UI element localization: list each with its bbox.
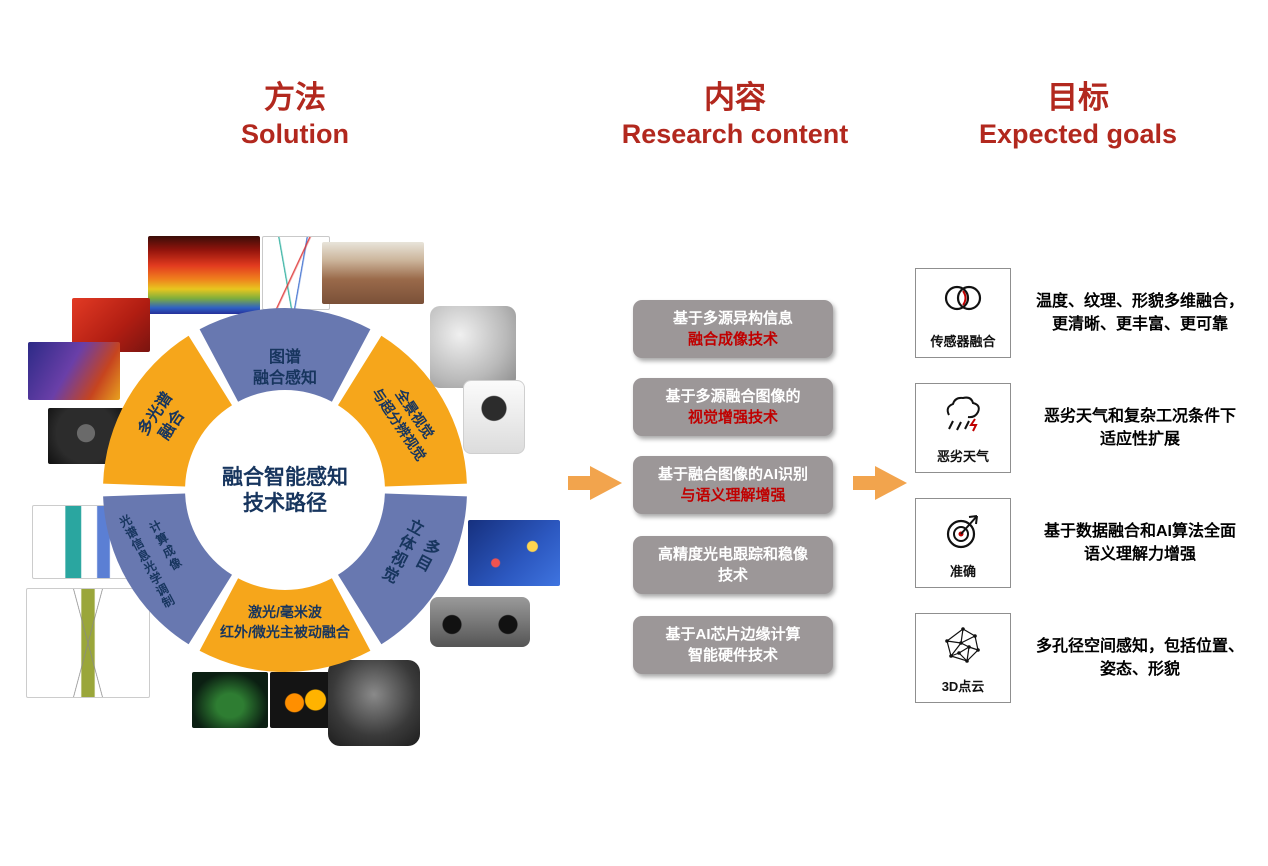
- goal-desc-line2: 更清晰、更丰富、更可靠: [1051, 316, 1228, 333]
- goal-desc-line1: 恶劣天气和复杂工况条件下: [1043, 408, 1236, 425]
- thermal-warehouse-boxes-image: [468, 520, 560, 586]
- night-vision-ship-image: [192, 672, 268, 728]
- goal-desc-bad-weather: 恶劣天气和复杂工况条件下 适应性扩展: [1018, 405, 1262, 451]
- goal-desc-line1: 温度、纹理、形貌多维融合，: [1035, 293, 1244, 310]
- sensor-fusion-icon: [944, 285, 982, 311]
- solution-ring-diagram: 图谱 融合感知 全景视觉 与超分辨视觉 多目 立体视觉 激光/毫米波 红外/微光…: [103, 308, 467, 672]
- solution-header-en: Solution: [241, 119, 349, 149]
- research-content-header-en: Research content: [621, 119, 849, 149]
- segment-label: 红外/微光主被动融合: [220, 624, 351, 640]
- accuracy-target-icon: [946, 515, 978, 549]
- goal-desc-line2: 适应性扩展: [1099, 431, 1180, 448]
- spectral-curves-chart-image: [262, 236, 330, 310]
- goal-box-accuracy: 准确: [915, 498, 1011, 588]
- research-box-line2: 智能硬件技术: [687, 647, 778, 664]
- point-cloud-icon: [945, 627, 980, 663]
- goal-desc-line2: 姿态、形貌: [1099, 661, 1180, 678]
- research-content-header-zh: 内容: [704, 80, 766, 115]
- segment-label: 多目: [413, 535, 445, 575]
- ring-segment-computational-imaging: [103, 493, 232, 645]
- flow-arrow-left: [568, 466, 622, 500]
- expected-goals-header: 目标 Expected goals: [918, 80, 1238, 150]
- research-box-edge-computing: 基于AI芯片边缘计算 智能硬件技术: [633, 616, 833, 674]
- gimbal-camera-image: [328, 660, 420, 746]
- goal-desc-accuracy: 基于数据融合和AI算法全面 语义理解力增强: [1018, 520, 1262, 566]
- segment-label: 图谱: [269, 347, 301, 366]
- research-box-fusion-imaging: 基于多源异构信息 融合成像技术: [633, 300, 833, 358]
- ring-segment-multispectral-fusion: [103, 335, 232, 487]
- thermal-scene-purple-image: [28, 342, 120, 400]
- goal-desc-line2: 语义理解力增强: [1083, 546, 1196, 563]
- expected-goals-header-en: Expected goals: [978, 119, 1178, 149]
- ring-segment-spectral-fusion: [199, 308, 371, 402]
- ring-center-title-line1: 融合智能感知: [222, 465, 348, 489]
- segment-label: 融合感知: [253, 368, 317, 387]
- research-box-line2-highlight: 与语义理解增强: [680, 487, 786, 504]
- goal-desc-sensor-fusion: 温度、纹理、形貌多维融合， 更清晰、更丰富、更可靠: [1018, 290, 1262, 336]
- research-box-line2-highlight: 视觉增强技术: [687, 409, 778, 426]
- research-box-line1: 基于融合图像的AI识别: [657, 466, 808, 483]
- goal-box-label: 恶劣天气: [936, 449, 989, 464]
- segment-label: 激光/毫米波: [248, 604, 323, 620]
- stereo-camera-image: [430, 597, 530, 647]
- bad-weather-icon: [946, 396, 980, 432]
- ring-segment-panoramic-vision: [338, 335, 467, 487]
- goal-box-label: 传感器融合: [930, 334, 996, 349]
- goal-desc-line1: 多孔径空间感知，包括位置、: [1035, 638, 1244, 655]
- thermal-strawberry-cube-image: [148, 236, 260, 314]
- goal-box-label: 准确: [949, 564, 976, 579]
- goal-box-label: 3D点云: [941, 679, 985, 694]
- goal-desc-3d-point-cloud: 多孔径空间感知，包括位置、 姿态、形貌: [1018, 635, 1262, 681]
- panoramic-camera-device-image: [463, 380, 525, 454]
- research-box-line1: 基于AI芯片边缘计算: [665, 626, 801, 643]
- ring-center-title-line2: 技术路径: [243, 491, 327, 515]
- flow-arrow-right: [853, 466, 907, 500]
- research-box-visual-enhancement: 基于多源融合图像的 视觉增强技术: [633, 378, 833, 436]
- goal-box-bad-weather: 恶劣天气: [915, 383, 1011, 473]
- multi-camera-cube-sensor-image: [430, 306, 516, 388]
- pipeline-inspection-image: [322, 242, 424, 304]
- research-box-line1: 基于多源异构信息: [672, 310, 793, 327]
- research-box-line2: 技术: [717, 567, 748, 584]
- solution-header: 方法 Solution: [135, 80, 455, 150]
- research-box-ai-recognition: 基于融合图像的AI识别 与语义理解增强: [633, 456, 833, 514]
- optical-path-diagram-image: [26, 588, 150, 698]
- ring-segment-stereo-vision: [338, 493, 467, 645]
- research-box-tracking-stabilization: 高精度光电跟踪和稳像 技术: [633, 536, 833, 594]
- solution-header-zh: 方法: [264, 80, 326, 115]
- research-box-line2-highlight: 融合成像技术: [687, 331, 778, 348]
- research-box-line1: 基于多源融合图像的: [665, 388, 801, 405]
- goal-box-3d-point-cloud: 3D点云: [915, 613, 1011, 703]
- ring-segment-active-passive-fusion: [199, 578, 371, 672]
- goal-desc-line1: 基于数据融合和AI算法全面: [1043, 523, 1236, 540]
- expected-goals-header-zh: 目标: [1047, 80, 1109, 115]
- research-content-header: 内容 Research content: [575, 80, 895, 150]
- research-box-line1: 高精度光电跟踪和稳像: [657, 546, 808, 563]
- goal-box-sensor-fusion: 传感器融合: [915, 268, 1011, 358]
